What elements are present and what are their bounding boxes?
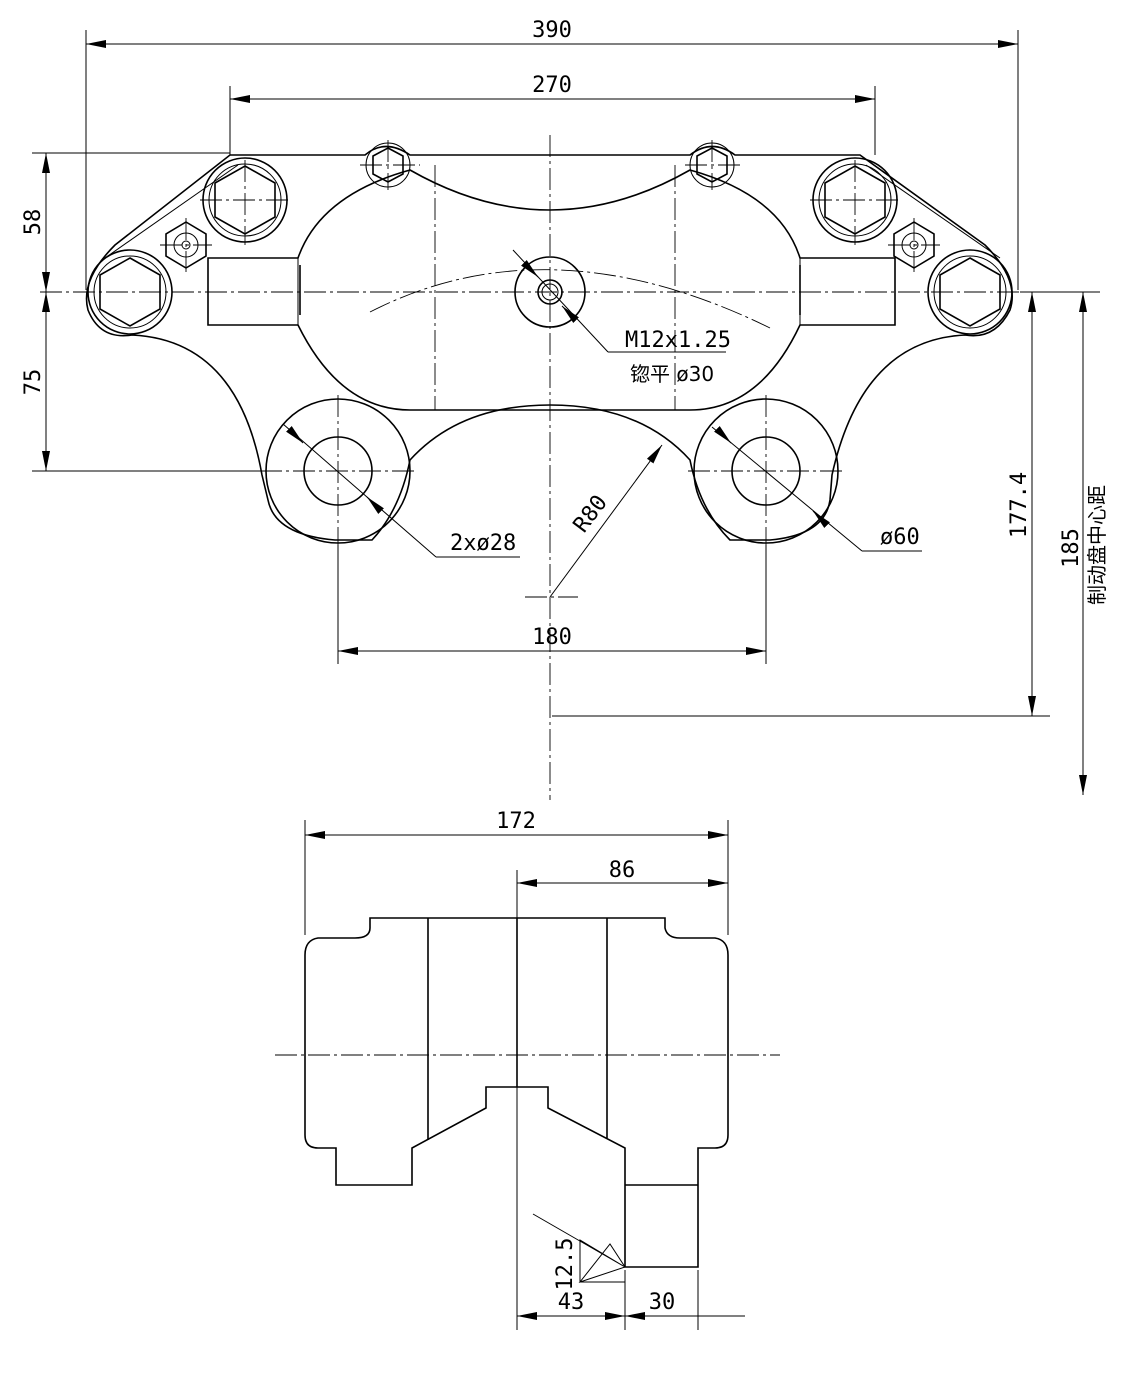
dim-75: 75 — [21, 369, 46, 396]
roughness-symbol — [532, 1213, 626, 1283]
dim-30: 30 — [649, 1290, 676, 1315]
roughness-value: 12.5 — [553, 1238, 578, 1291]
front-dimensions: 390 270 58 75 M12x1.25 锪平 ø30 2xø28 ø60 — [21, 18, 1109, 795]
dim-172: 172 — [496, 809, 536, 834]
side-dimensions: 172 86 12.5 43 30 — [304, 809, 745, 1330]
thread-callout: M12x1.25 — [625, 328, 731, 353]
spotface-callout: 锪平 ø30 — [630, 362, 714, 386]
center-window — [207, 169, 896, 411]
boss-callout: ø60 — [880, 525, 920, 550]
disc-center-label: 制动盘中心距 — [1085, 485, 1109, 605]
mount-hole-callout: 2xø28 — [450, 531, 516, 556]
dim-180: 180 — [532, 625, 572, 650]
dim-177-4: 177.4 — [1007, 472, 1032, 538]
dim-185: 185 — [1059, 528, 1084, 568]
dim-58: 58 — [21, 209, 46, 236]
side-outline — [304, 917, 729, 1268]
dim-86: 86 — [609, 858, 636, 883]
radius-callout: R80 — [569, 491, 613, 538]
caliper-outline — [85, 145, 1014, 541]
dim-270: 270 — [532, 73, 572, 98]
dim-43: 43 — [558, 1290, 585, 1315]
side-view — [275, 917, 780, 1268]
dim-390: 390 — [532, 18, 572, 43]
front-view — [40, 135, 1100, 800]
